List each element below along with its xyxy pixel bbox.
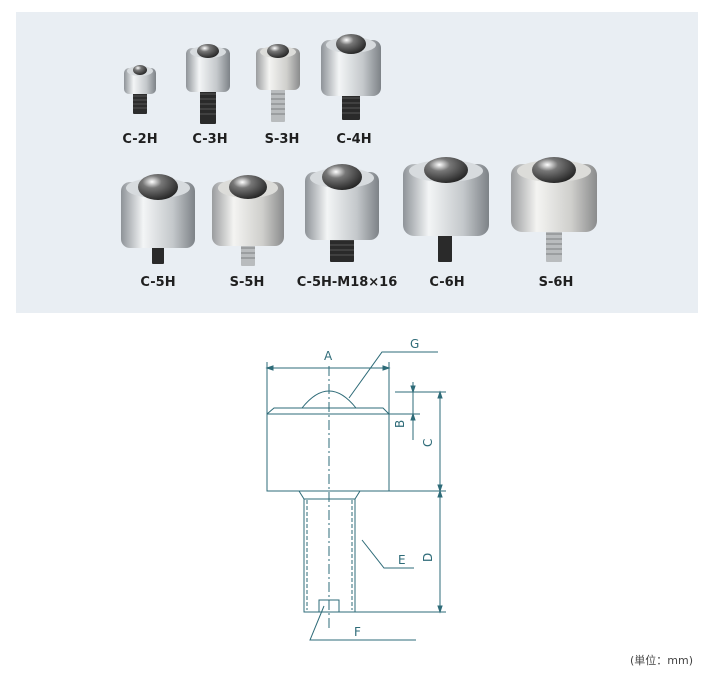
- product-label-c5h: C-5H: [140, 275, 176, 290]
- product-s6h-image: [511, 157, 597, 262]
- product-label-c2h: C-2H: [122, 132, 158, 147]
- product-label-c4h: C-4H: [336, 132, 372, 147]
- product-label-s5h: S-5H: [229, 275, 265, 290]
- product-label-s3h: S-3H: [264, 132, 300, 147]
- product-s5h-image: [212, 175, 284, 266]
- dim-label-e: E: [398, 553, 406, 567]
- dim-label-d: D: [421, 553, 435, 562]
- product-label-c5h-m18x16: C-5H-M18×16: [296, 275, 398, 290]
- product-label-s6h: S-6H: [538, 275, 574, 290]
- product-label-c3h: C-3H: [192, 132, 228, 147]
- stem-outline: [298, 490, 361, 613]
- body-outline: [266, 413, 390, 492]
- product-label-c6h: C-6H: [429, 275, 465, 290]
- product-s3h-image: [256, 44, 300, 122]
- product-c2h-image: [124, 65, 156, 114]
- product-c4h-image: [321, 34, 381, 120]
- dim-label-g: G: [410, 337, 419, 351]
- product-photo-panel: C-2H C-3H S-3H C-4H C-5H S-5H C-5H-M18×1…: [16, 12, 698, 313]
- dim-label-c: C: [421, 439, 435, 447]
- product-c5h-m18x16-image: [305, 164, 379, 262]
- unit-note: (単位：mm): [629, 654, 693, 667]
- product-c5h-image: [121, 174, 195, 264]
- product-c6h-image: [403, 157, 489, 262]
- dim-label-f: F: [354, 625, 361, 639]
- dim-label-b: B: [393, 420, 407, 428]
- dim-label-a: A: [324, 349, 333, 363]
- product-c3h-image: [186, 44, 230, 124]
